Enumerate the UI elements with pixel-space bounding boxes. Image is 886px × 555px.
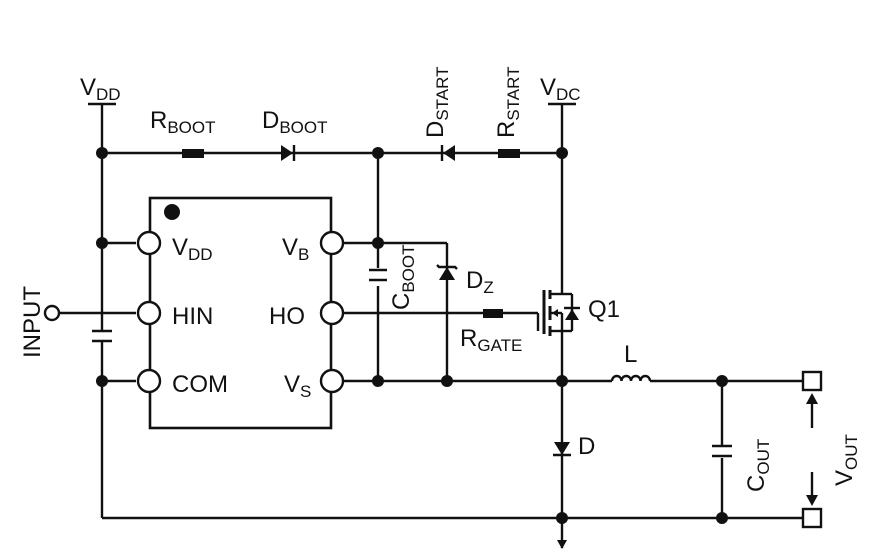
pin1-marker-icon	[164, 204, 180, 220]
junction-dot	[372, 147, 384, 159]
vout-label: VOUT	[831, 434, 861, 486]
rboot-resistor	[182, 149, 204, 158]
pin-hin-circle	[136, 300, 162, 326]
ic-pins	[136, 230, 345, 394]
body-diode-icon	[565, 309, 579, 320]
diode-triangle-icon	[281, 145, 293, 161]
mosfet-q1	[536, 288, 580, 336]
vdd-supply-label: VDD	[80, 74, 121, 104]
input-label: INPUT	[19, 286, 46, 358]
inductor-label: L	[624, 341, 637, 368]
dstart-label: DSTART	[422, 67, 452, 139]
junction-dot	[556, 512, 568, 524]
junction-dot	[556, 375, 568, 387]
pin-vs-label: VS	[284, 371, 311, 401]
pin-vdd-label: VDD	[172, 234, 213, 264]
junctions	[96, 147, 728, 524]
rgate-resistor	[483, 309, 503, 318]
driver-ic-box	[148, 196, 333, 430]
q1-label: Q1	[588, 296, 620, 323]
junction-dot	[372, 237, 384, 249]
junction-dot	[96, 147, 108, 159]
junction-dot	[556, 147, 568, 159]
cout-capacitor	[712, 444, 732, 458]
diode-label: D	[578, 433, 595, 460]
diode-triangle-icon	[443, 145, 455, 161]
dz-zener-diode	[436, 264, 458, 280]
dz-label: DZ	[466, 267, 494, 297]
dstart-diode	[440, 145, 455, 161]
zener-bar-icon	[436, 264, 458, 270]
pin-hin-label: HIN	[172, 303, 213, 330]
junction-dot	[372, 375, 384, 387]
rstart-label: RSTART	[493, 67, 523, 139]
dboot-label: DBOOT	[262, 107, 328, 137]
zener-triangle-icon	[439, 267, 455, 280]
mosfet-arrow-icon	[552, 309, 558, 317]
junction-dot	[96, 237, 108, 249]
junction-dot	[716, 512, 728, 524]
vdd-capacitor	[92, 326, 112, 346]
inductor-coil-icon	[610, 374, 652, 382]
arrow-down-icon	[806, 495, 818, 506]
vout-arrows	[806, 393, 818, 506]
pin-ho-circle	[319, 300, 345, 326]
junction-dot	[441, 375, 453, 387]
ground-arrow-icon	[557, 540, 567, 549]
pin-com-circle	[136, 368, 162, 394]
vdc-supply-label: VDC	[540, 74, 581, 104]
cout-label: COUT	[743, 439, 773, 492]
input-terminal	[43, 304, 61, 322]
junction-dot	[96, 375, 108, 387]
arrow-up-icon	[806, 393, 818, 404]
pin-vb-label: VB	[282, 234, 309, 264]
junction-dot	[716, 375, 728, 387]
pin-vb-circle	[319, 230, 345, 256]
vout-terminal-bottom	[801, 507, 823, 529]
pin-com-label: COM	[172, 371, 228, 398]
pin-vs-circle	[319, 368, 345, 394]
dboot-diode	[281, 145, 296, 161]
rstart-resistor	[498, 149, 520, 158]
vout-terminal-top	[801, 370, 823, 392]
rgate-label: RGATE	[460, 325, 522, 355]
rboot-label: RBOOT	[150, 107, 216, 137]
freewheel-diode	[553, 442, 571, 457]
pin-ho-label: HO	[269, 303, 305, 330]
diode-triangle-icon	[554, 442, 570, 455]
pin-vdd-circle	[136, 230, 162, 256]
cboot-label: CBOOT	[388, 244, 418, 310]
cboot-capacitor	[369, 268, 387, 282]
